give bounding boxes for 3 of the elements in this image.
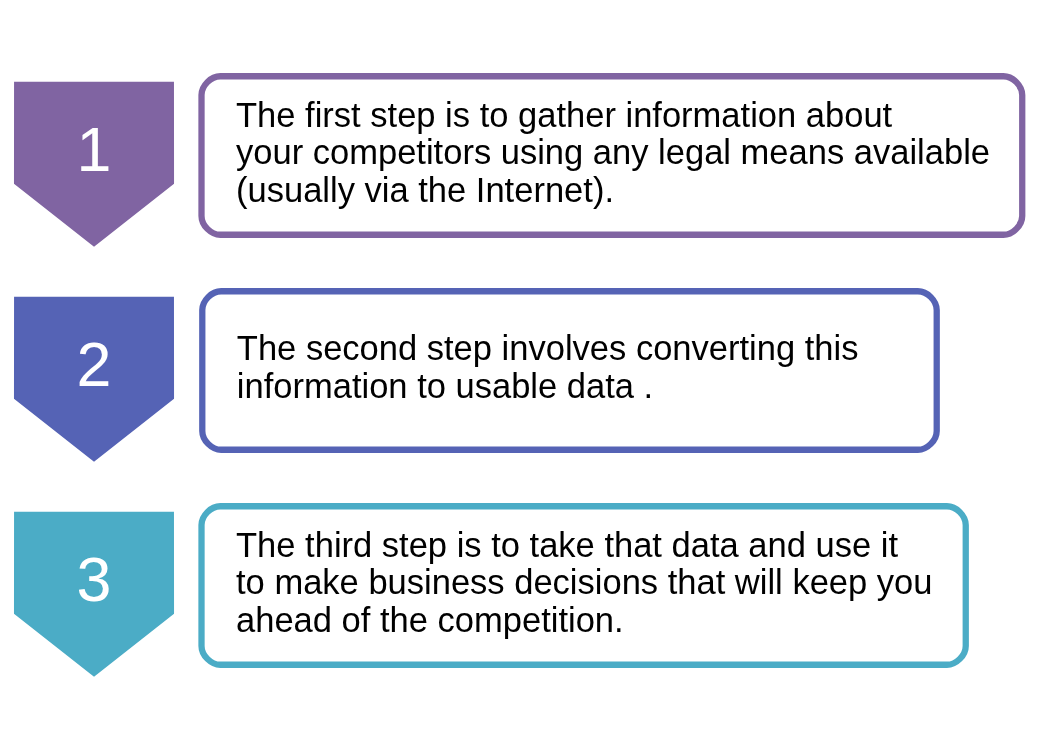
node-box: The third step is to take that data and use it to make business decisions that will keep you ahead of the competition. xyxy=(198,502,969,668)
node-box: The first step is to gather information about your competitors using any legal means available (usually via the Internet). xyxy=(198,72,1026,238)
node-box: The second step involves converting this information to usable data . xyxy=(199,287,940,453)
